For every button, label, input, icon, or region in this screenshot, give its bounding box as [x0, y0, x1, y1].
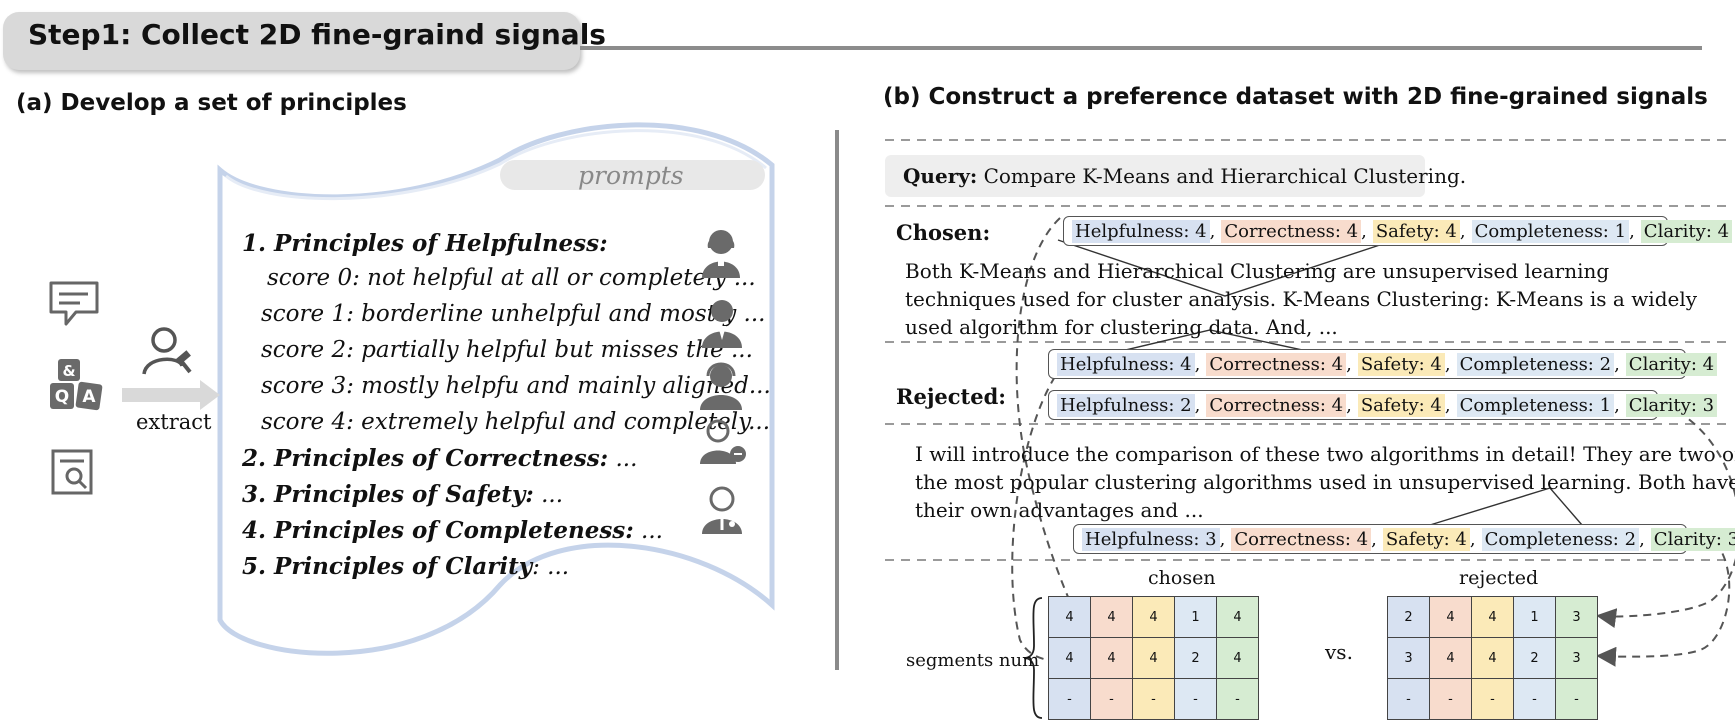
- matrix-row: 3 4 4 2 3: [1387, 637, 1598, 679]
- step-title: Step1: Collect 2D fine-graind signals: [28, 18, 606, 51]
- matrix-cell: -: [1387, 678, 1430, 720]
- matrix-cell: 2: [1174, 637, 1217, 679]
- vs-label: vs.: [1325, 640, 1353, 664]
- panel-a-title: (a) Develop a set of principles: [16, 90, 407, 116]
- rejected-response: I will introduce the comparison of these…: [915, 442, 1735, 522]
- score-bar-chosen-2: Helpfulness: 4, Correctness: 4, Safety: …: [1048, 349, 1718, 379]
- step-banner: [3, 12, 580, 70]
- step-divider-line: [580, 46, 1702, 50]
- principle-clarity: 5. Principles of Clarity: ...: [242, 553, 570, 580]
- matrix-cell: 4: [1471, 637, 1514, 679]
- document-search-icon: [51, 449, 93, 495]
- matrix-cell: 4: [1048, 637, 1091, 679]
- principle-correctness: 2. Principles of Correctness: ...: [242, 445, 638, 472]
- doctor-avatar-icon: [702, 486, 742, 534]
- segments-brace: [1023, 597, 1043, 719]
- chosen-response: Both K-Means and Hierarchical Clustering…: [905, 259, 1698, 339]
- principle-safety: 3. Principles of Safety: ...: [242, 481, 564, 508]
- principle-completeness: 4. Principles of Completeness: ...: [242, 517, 663, 544]
- person-gavel-icon: [142, 327, 192, 375]
- prompts-label: prompts: [578, 161, 684, 190]
- matrix-row: 4 4 4 1 4: [1048, 596, 1259, 638]
- panel-divider: [835, 130, 839, 670]
- qa-cards-icon: & Q A: [50, 359, 103, 411]
- rejected-label: Rejected:: [896, 384, 1007, 409]
- matrix-row: 2 4 4 1 3: [1387, 596, 1598, 638]
- matrix-chosen: 4 4 4 1 4 4 4 4 2 4 - - - - -: [1048, 596, 1259, 720]
- matrix-cell: 4: [1090, 596, 1133, 638]
- extract-label: extract: [136, 410, 212, 434]
- segments-label: segments num: [906, 650, 1040, 671]
- matrix-cell: 4: [1429, 596, 1472, 638]
- score-bar-rejected-1: Helpfulness: 2, Correctness: 4, Safety: …: [1048, 390, 1718, 420]
- svg-text:A: A: [82, 387, 96, 407]
- matrix-cell: 1: [1513, 596, 1556, 638]
- matrix-cell: -: [1429, 678, 1472, 720]
- engineer-avatar-icon: [700, 419, 746, 464]
- matrix-cell: 4: [1132, 596, 1175, 638]
- score-line-2: score 2: partially helpful but misses th…: [261, 337, 753, 363]
- chosen-label: Chosen:: [896, 220, 991, 245]
- matrix-cell: -: [1555, 678, 1598, 720]
- matrix-cell: 3: [1555, 596, 1598, 638]
- matrix-cell: 4: [1216, 637, 1259, 679]
- matrix-rejected: 2 4 4 1 3 3 4 4 2 3 - - - - -: [1387, 596, 1598, 720]
- score-line-4: score 4: extremely helpful and completel…: [261, 409, 771, 435]
- prompts-pill: [500, 160, 765, 190]
- matrix-cell: -: [1513, 678, 1556, 720]
- matrix-cell: -: [1174, 678, 1217, 720]
- query-box: [885, 155, 1425, 197]
- matrix-rejected-title: rejected: [1459, 567, 1539, 589]
- principle-helpfulness: 1. Principles of Helpfulness:: [242, 230, 608, 257]
- matrix-cell: -: [1132, 678, 1175, 720]
- extract-arrow: [122, 380, 220, 410]
- matrix-row: - - - - -: [1387, 678, 1598, 720]
- svg-text:&: &: [62, 362, 75, 380]
- businessman-avatar-icon: [702, 300, 742, 348]
- matrix-cell: 4: [1216, 596, 1259, 638]
- panel-b-title: (b) Construct a preference dataset with …: [883, 84, 1708, 110]
- query-text: Query: Compare K-Means and Hierarchical …: [903, 164, 1467, 188]
- matrix-cell: -: [1090, 678, 1133, 720]
- matrix-cell: 4: [1471, 596, 1514, 638]
- matrix-cell: 3: [1555, 637, 1598, 679]
- matrix-cell: 2: [1513, 637, 1556, 679]
- matrix-cell: -: [1216, 678, 1259, 720]
- matrix-cell: 4: [1132, 637, 1175, 679]
- matrix-cell: -: [1048, 678, 1091, 720]
- score-line-3: score 3: mostly helpfu and mainly aligne…: [261, 373, 771, 399]
- matrix-row: 4 4 4 2 4: [1048, 637, 1259, 679]
- matrix-cell: 4: [1429, 637, 1472, 679]
- matrix-cell: 4: [1048, 596, 1091, 638]
- judge-avatar-icon: [702, 230, 740, 278]
- matrix-cell: -: [1471, 678, 1514, 720]
- matrix-chosen-title: chosen: [1148, 567, 1216, 589]
- matrix-cell: 1: [1174, 596, 1217, 638]
- chat-bubble-icon: [49, 281, 99, 326]
- matrix-cell: 3: [1387, 637, 1430, 679]
- score-bar-chosen-1: Helpfulness: 4, Correctness: 4, Safety: …: [1063, 216, 1733, 246]
- score-bar-rejected-2: Helpfulness: 3, Correctness: 4, Safety: …: [1073, 524, 1735, 554]
- score-line-0: score 0: not helpful at all or completel…: [267, 265, 756, 291]
- svg-text:Q: Q: [55, 387, 69, 407]
- matrix-cell: 4: [1090, 637, 1133, 679]
- matrix-row: - - - - -: [1048, 678, 1259, 720]
- matrix-cell: 2: [1387, 596, 1430, 638]
- score-line-1: score 1: borderline unhelpful and mostly…: [261, 301, 766, 327]
- support-agent-avatar-icon: [700, 362, 742, 410]
